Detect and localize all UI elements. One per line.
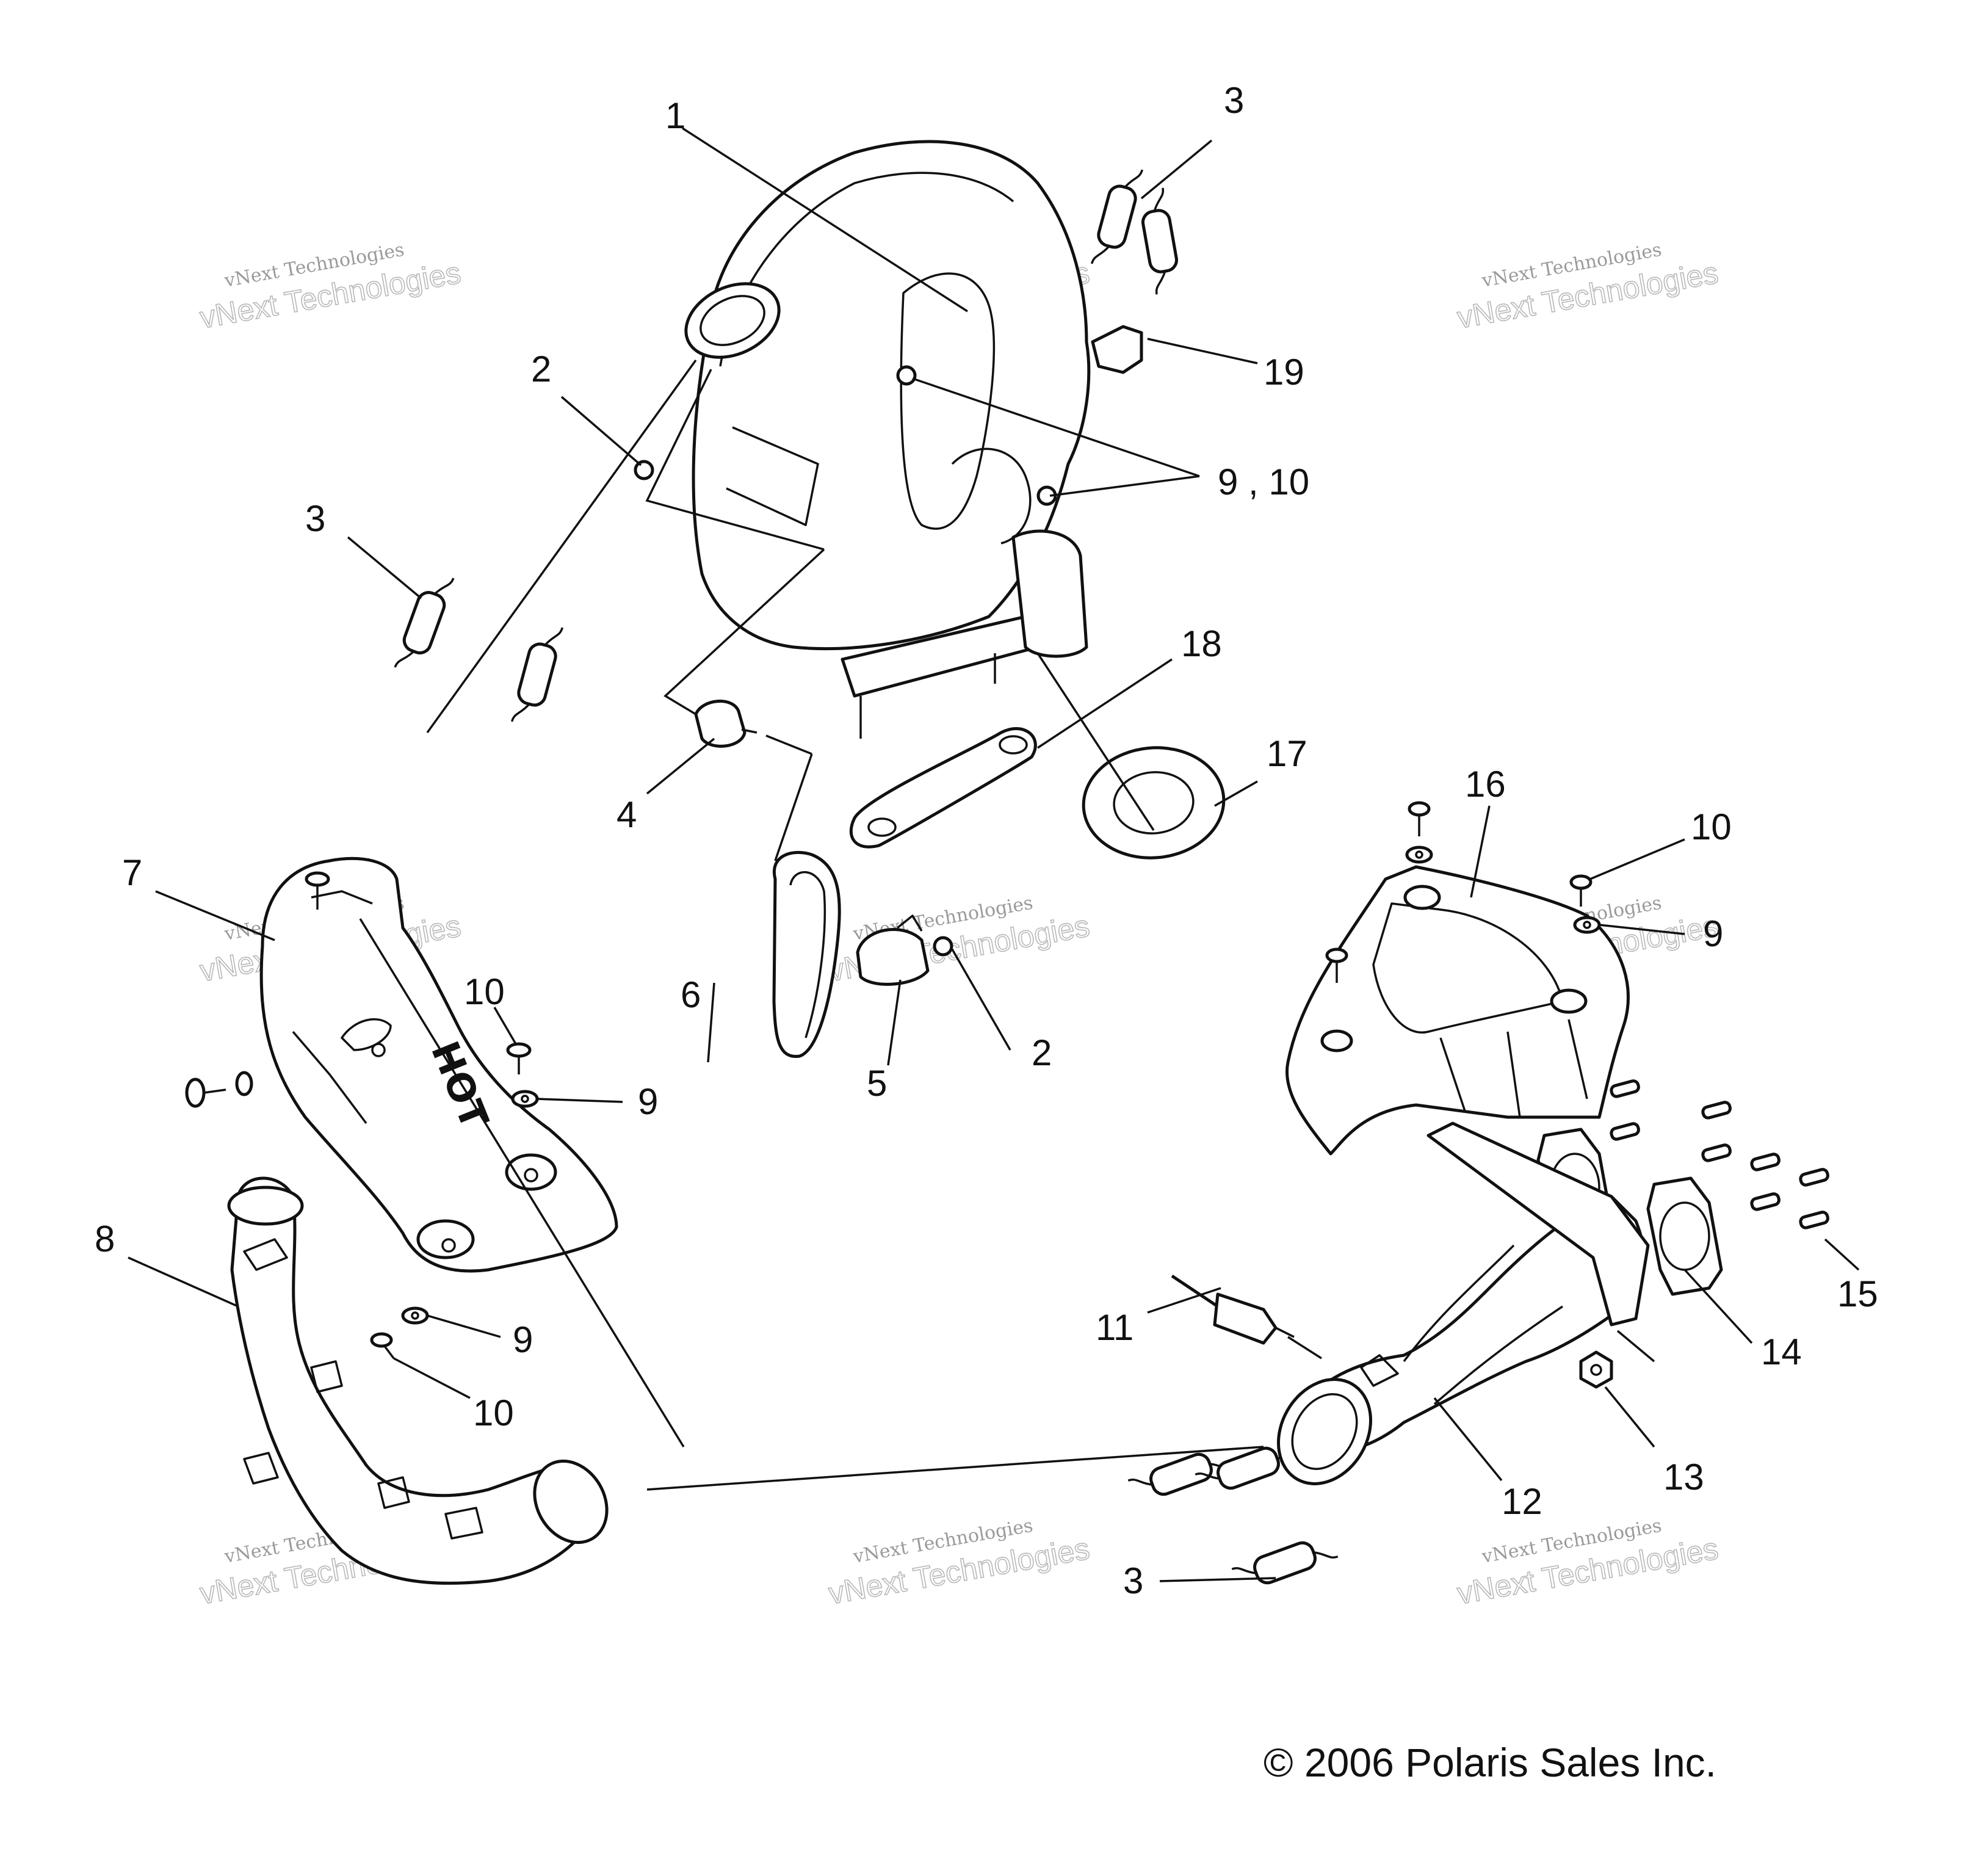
callout-9: 9: [638, 1081, 658, 1122]
screw-part-10[interactable]: [506, 1042, 532, 1074]
plate-part-18[interactable]: [849, 727, 1037, 849]
callout-11: 11: [1096, 1307, 1133, 1348]
callout-3: 3: [305, 498, 325, 539]
callout-4: 4: [616, 794, 637, 835]
callout-10: 10: [473, 1393, 514, 1433]
header-pipe-part-12[interactable]: [1260, 1121, 1650, 1501]
spring-part-3[interactable]: [1090, 163, 1144, 270]
callout-9: 9: [1703, 913, 1723, 954]
callout-16: 16: [1465, 764, 1506, 805]
spring-part-3[interactable]: [510, 621, 564, 728]
exhaust-pipe-part-8[interactable]: [227, 1176, 621, 1585]
screw-part-10[interactable]: [1325, 947, 1348, 983]
callout-17: 17: [1267, 733, 1307, 774]
callout-7: 7: [122, 852, 142, 893]
washer-part-9[interactable]: [1573, 916, 1601, 934]
clamp-part-5[interactable]: [856, 914, 930, 986]
callout-12: 12: [1502, 1481, 1542, 1522]
watermark: vNext Technologies vNext Technologies: [1455, 239, 1721, 336]
callouts: 1 3 19 2 9 , 10 3 18 4 17 16 10 9 7 10 9…: [95, 80, 1878, 1601]
bracket-part-19[interactable]: [1091, 325, 1143, 374]
watermark: vNext Technologies vNext Technologies: [826, 1515, 1093, 1612]
washer-part-9[interactable]: [1405, 846, 1433, 864]
screw-part-10[interactable]: [370, 1332, 395, 1360]
callout-3: 3: [1123, 1560, 1143, 1601]
nut-part-2[interactable]: [933, 936, 953, 957]
nut-part-13[interactable]: [1579, 1350, 1613, 1389]
callout-9-10: 9 , 10: [1218, 462, 1309, 502]
spring-part-3[interactable]: [394, 570, 455, 676]
watermark: vNext Technologies vNext Technologies: [197, 239, 464, 336]
callout-1: 1: [665, 95, 685, 136]
callout-14: 14: [1761, 1331, 1802, 1372]
copyright: © 2006 Polaris Sales Inc.: [1264, 1740, 1716, 1785]
callout-9: 9: [513, 1319, 533, 1360]
callout-6: 6: [681, 974, 701, 1015]
grommet-part-4[interactable]: [694, 700, 757, 748]
oxygen-sensor-part-11[interactable]: [1171, 1274, 1295, 1345]
callout-8: 8: [95, 1219, 115, 1259]
watermark: vNext Technologies vNext Technologies: [1455, 1515, 1721, 1612]
spring-part-3[interactable]: [1138, 187, 1182, 295]
leader-lines: [128, 127, 1860, 1582]
spring-part-3[interactable]: [1231, 1532, 1339, 1593]
heat-shield-part-16[interactable]: [1285, 865, 1630, 1156]
gasket-part-6[interactable]: [772, 850, 841, 1058]
callout-2: 2: [1032, 1032, 1052, 1073]
screw-part-10[interactable]: [1408, 801, 1431, 836]
screw-part-10[interactable]: [1569, 874, 1593, 907]
washer-part-9[interactable]: [401, 1306, 429, 1325]
screw-part-10[interactable]: [305, 871, 330, 910]
gasket-part-17[interactable]: [1079, 742, 1229, 863]
muffler-part-1[interactable]: [674, 140, 1091, 739]
nut-part-2[interactable]: [634, 460, 654, 480]
screw-washer-left[interactable]: [185, 1071, 253, 1108]
callout-19: 19: [1264, 352, 1304, 393]
callout-3: 3: [1224, 80, 1244, 121]
callout-10: 10: [1691, 806, 1732, 847]
callout-15: 15: [1837, 1273, 1878, 1314]
callout-13: 13: [1663, 1457, 1704, 1498]
gasket-part-14[interactable]: [1646, 1176, 1723, 1296]
studs-part-15[interactable]: [1610, 1079, 1829, 1230]
callout-2: 2: [531, 349, 551, 389]
callout-18: 18: [1181, 623, 1222, 664]
callout-5: 5: [867, 1063, 887, 1104]
washer-part-9[interactable]: [511, 1090, 539, 1108]
callout-10: 10: [464, 971, 505, 1012]
